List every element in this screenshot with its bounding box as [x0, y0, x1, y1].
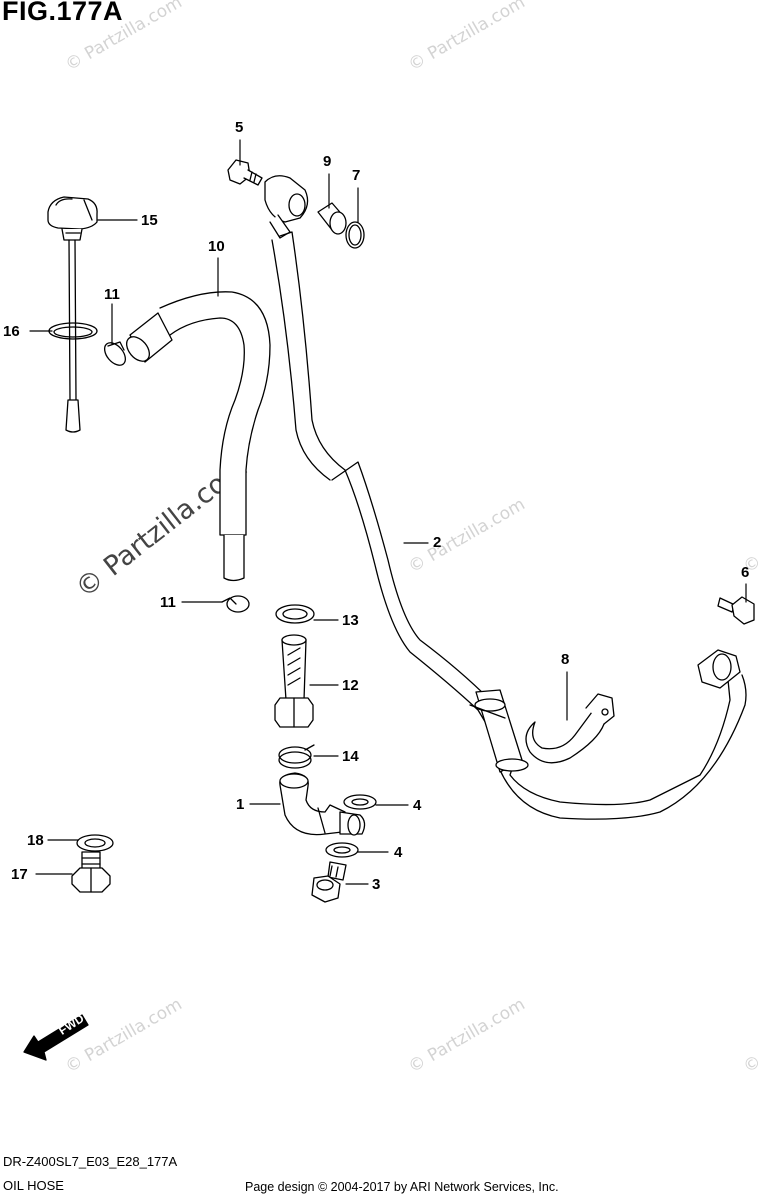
- copyright-notice: Page design © 2004-2017 by ARI Network S…: [245, 1180, 559, 1194]
- clamp-8: [525, 693, 615, 764]
- oil-hose-2: [271, 231, 747, 820]
- callout-13: 13: [342, 612, 359, 629]
- figure-title: FIG.177A: [2, 0, 124, 26]
- drain-bolt-17: [71, 851, 111, 893]
- banjo-fitting-top: [264, 175, 309, 239]
- callout-17: 17: [11, 866, 28, 883]
- gasket-4-lower: [325, 842, 359, 858]
- callout-18: 18: [27, 832, 44, 849]
- callout-15: 15: [141, 212, 158, 229]
- dipstick-cap: [47, 196, 98, 241]
- gasket-4-upper: [343, 794, 377, 810]
- clip-14: [278, 744, 315, 769]
- o-ring-16: [48, 322, 98, 340]
- banjo-fitting-right: [697, 649, 741, 689]
- gasket-13: [275, 604, 315, 624]
- bolt-5: [227, 159, 263, 186]
- o-ring-7: [345, 221, 365, 249]
- callout-11-upper: 11: [104, 286, 120, 303]
- callout-11-lower: 11: [160, 594, 176, 611]
- callout-1: 1: [236, 796, 245, 813]
- elbow-hose-1: [279, 772, 366, 836]
- dipstick-rod: [65, 239, 81, 433]
- clip-11-lower: [221, 595, 250, 613]
- callout-5: 5: [235, 119, 244, 136]
- callout-4-lower: 4: [394, 844, 403, 861]
- bolt-3: [311, 861, 347, 903]
- union-12: [274, 634, 314, 728]
- gasket-18: [76, 834, 114, 852]
- callout-3: 3: [372, 876, 381, 893]
- callout-12: 12: [342, 677, 359, 694]
- fwd-arrow: [23, 1014, 89, 1061]
- leader-lines: [29, 139, 747, 885]
- callout-9: 9: [323, 153, 332, 170]
- bolt-6: [717, 596, 755, 625]
- callout-4-upper: 4: [413, 797, 422, 814]
- spacer-9: [317, 202, 347, 235]
- callout-6: 6: [741, 564, 750, 581]
- clip-11-upper: [103, 341, 127, 366]
- section-title: OIL HOSE: [3, 1178, 64, 1193]
- callout-14: 14: [342, 748, 359, 765]
- callout-10: 10: [208, 238, 225, 255]
- callout-8: 8: [561, 651, 570, 668]
- model-code: DR-Z400SL7_E03_E28_177A: [3, 1154, 178, 1169]
- callout-2: 2: [433, 534, 442, 551]
- breather-hose-10: [126, 291, 271, 582]
- callout-16: 16: [3, 323, 20, 340]
- callout-7: 7: [352, 167, 361, 184]
